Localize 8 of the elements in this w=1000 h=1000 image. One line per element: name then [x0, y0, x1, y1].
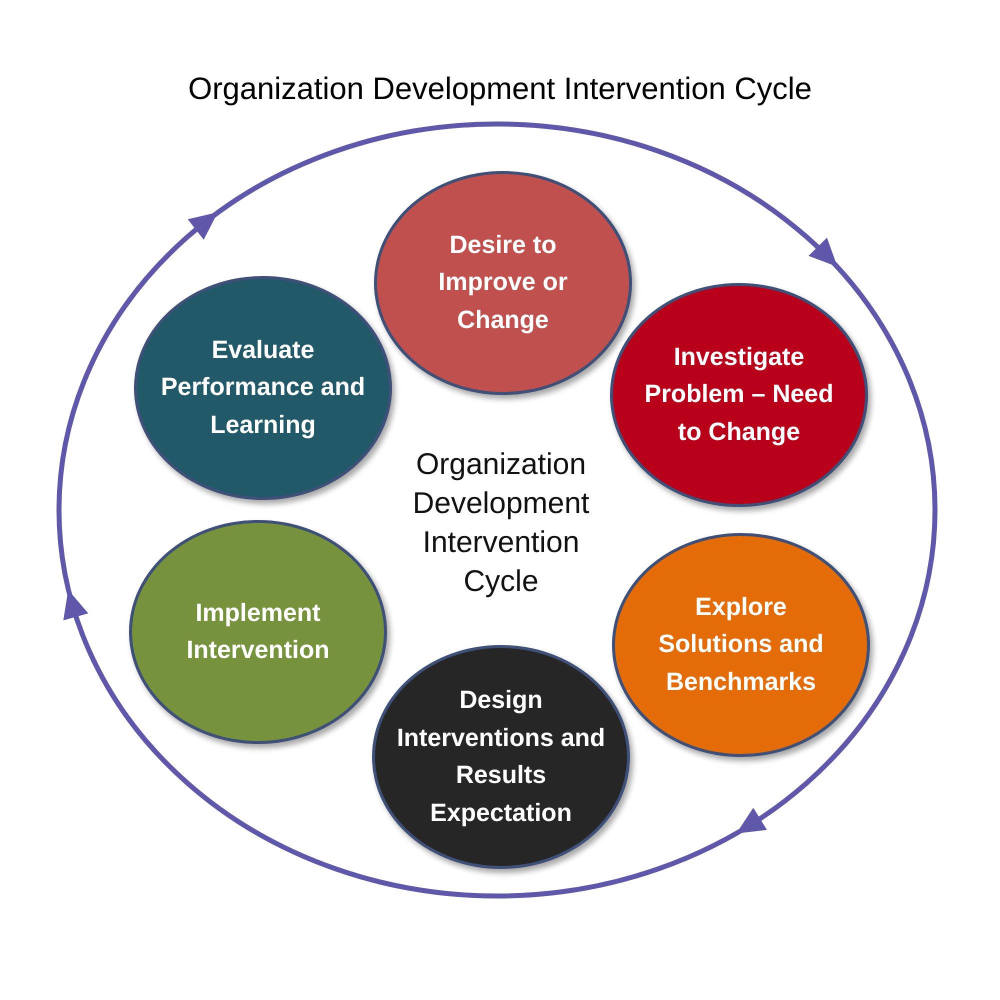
step-text: Investigate Problem – Need to Change [644, 342, 834, 448]
center-label: Organization Development Intervention Cycle [412, 447, 590, 600]
step-text: Evaluate Performance and Learning [160, 334, 366, 441]
diagram-title: Organization Development Intervention Cycle [187, 70, 813, 108]
step-text: Desire to Improve or Change [437, 230, 569, 336]
step-text: Design Interventions and Results Expectation [396, 685, 606, 828]
step-text: Explore Solutions and Benchmarks [657, 592, 825, 698]
step-text: Implement Intervention [185, 598, 331, 666]
